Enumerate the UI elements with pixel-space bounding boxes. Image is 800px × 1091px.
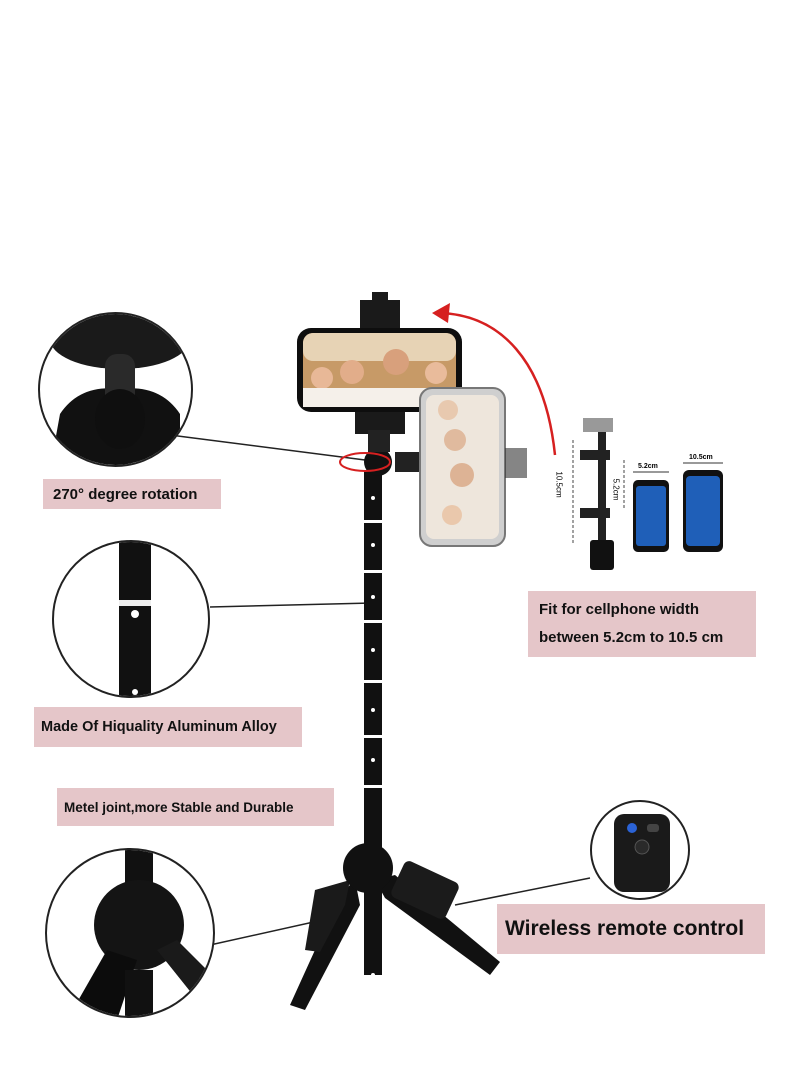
family-photo-landscape (303, 349, 456, 407)
pole-markers (364, 496, 382, 977)
remote-control-image (614, 814, 670, 892)
fit-width-line1: Fit for cellphone width (539, 601, 699, 618)
joint-detail-circle (45, 848, 215, 1018)
pole-closeup-image (119, 542, 151, 696)
rotation-arrow (439, 311, 557, 456)
family-photo-portrait (438, 400, 474, 525)
remote-label: Wireless remote control (497, 904, 765, 954)
fit-width-line2: between 5.2cm to 10.5 cm (539, 629, 724, 646)
phone-large-width-text: 10.5cm (689, 454, 713, 461)
pointer-line-remote (454, 877, 591, 906)
top-clamp (360, 300, 400, 330)
clamp-dimension-diagram (572, 418, 625, 570)
rotation-label-text: 270° degree rotation (53, 485, 198, 503)
pointer-line-material (209, 602, 373, 608)
clamp-height-text: 10.5cm (554, 471, 564, 498)
rotation-label: 270° degree rotation (43, 479, 221, 509)
rotation-detail-circle (38, 312, 193, 467)
joint-closeup-image (69, 850, 213, 1016)
rotation-arrow-head (432, 303, 450, 323)
joint-label-text: Metel joint,more Stable and Durable (64, 799, 294, 815)
joint-label: Metel joint,more Stable and Durable (57, 788, 334, 826)
rotation-head (364, 448, 392, 476)
remote-label-text: Wireless remote control (505, 917, 745, 940)
material-label-text: Made Of Hiquality Aluminum Alloy (41, 719, 277, 735)
pointer-line-rotation (169, 434, 366, 461)
extension-pole (364, 470, 382, 975)
rotation-indicator (339, 452, 391, 472)
material-label: Made Of Hiquality Aluminum Alloy (34, 707, 302, 747)
clamp-width-text: 5.2cm (611, 478, 621, 501)
phone-small-width-text: 5.2cm (638, 463, 658, 470)
tripod-legs (290, 861, 500, 1010)
remote-detail-circle (590, 800, 690, 900)
rotation-knob-image (50, 314, 190, 465)
fit-width-label: Fit for cellphone width between 5.2cm to… (528, 591, 756, 657)
pole-detail-circle (52, 540, 210, 698)
bottom-clamp (355, 412, 405, 434)
